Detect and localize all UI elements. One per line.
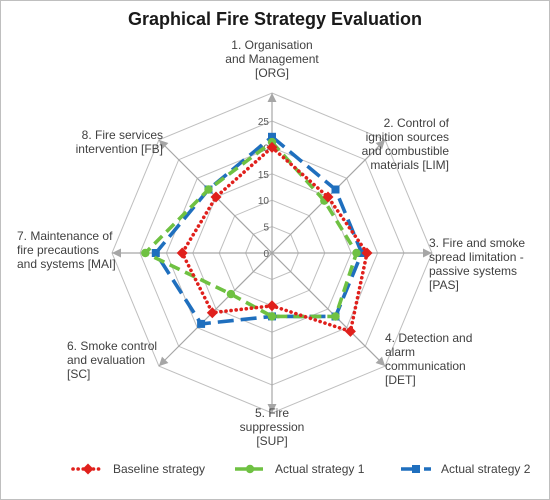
axis-arrowhead <box>267 93 277 102</box>
axis-spoke <box>158 252 273 367</box>
data-point <box>322 191 334 203</box>
legend-label: Baseline strategy <box>113 462 206 476</box>
data-point <box>344 325 356 337</box>
data-point <box>226 289 236 299</box>
data-point <box>176 247 188 259</box>
data-point <box>331 185 340 194</box>
data-point <box>141 248 150 258</box>
legend-label: Actual strategy 1 <box>275 462 365 476</box>
legend-marker <box>82 463 94 475</box>
data-point <box>266 141 278 153</box>
data-point <box>267 312 277 321</box>
legend: Baseline strategy Actual strategy 1 Actual… <box>1 459 549 479</box>
radial-tick-label: 10 <box>258 196 270 207</box>
axis-arrowhead <box>423 248 432 258</box>
axis-arrowhead <box>375 139 386 150</box>
data-point <box>352 248 361 258</box>
legend-marker <box>412 465 420 473</box>
legend-item: Baseline strategy <box>71 459 205 479</box>
data-point <box>266 300 278 312</box>
data-point <box>197 319 206 328</box>
data-point <box>151 249 160 257</box>
data-point <box>331 312 340 321</box>
axis-arrowhead <box>158 356 169 367</box>
legend-swatch <box>235 464 265 474</box>
legend-label: Actual strategy 2 <box>441 462 531 476</box>
axis-arrowhead <box>375 356 386 367</box>
data-point <box>206 307 218 319</box>
data-point <box>204 185 213 194</box>
axis-spoke <box>271 252 386 367</box>
chart-title: Graphical Fire Strategy Evaluation <box>127 9 423 29</box>
legend-swatch <box>401 465 431 473</box>
legend-item: Actual strategy 2 <box>399 459 530 479</box>
radial-tick-label: 5 <box>263 223 269 234</box>
series-group <box>151 132 366 328</box>
data-point <box>361 247 373 259</box>
data-point <box>268 132 276 141</box>
legend-item: Actual strategy 1 <box>233 459 364 479</box>
data-point <box>210 191 222 203</box>
axis-arrowhead <box>112 248 121 258</box>
axis-arrowhead <box>158 139 169 150</box>
legend-marker <box>245 464 255 474</box>
series-line <box>154 135 364 326</box>
legend-swatch <box>71 463 105 475</box>
radial-tick-label: 0 <box>263 249 269 260</box>
radial-tick-label: 15 <box>258 170 270 181</box>
radial-tick-label: 25 <box>258 117 270 128</box>
axis-arrowhead <box>267 404 277 413</box>
series-group <box>176 141 373 337</box>
